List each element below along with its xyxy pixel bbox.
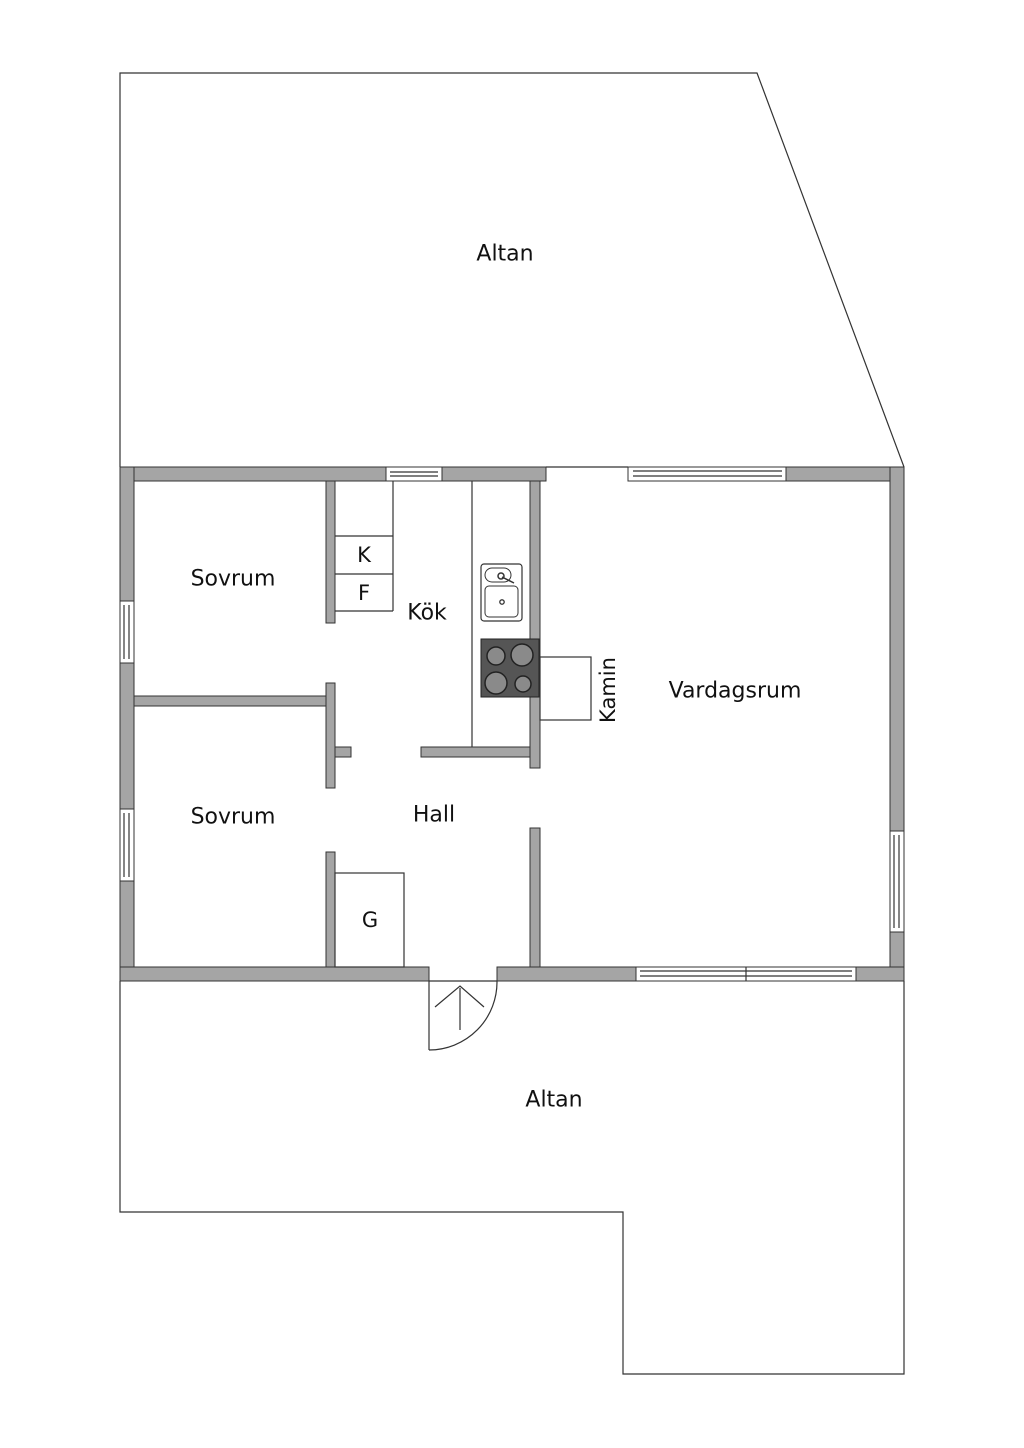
room-label-hall: Hall — [412, 802, 456, 828]
garderob-box — [334, 872, 405, 968]
window-sovrum-top-left — [119, 600, 135, 664]
fixture-label-garderob: G — [361, 908, 379, 932]
kamin-box — [539, 656, 592, 721]
entrance-arrow-icon — [434, 985, 485, 1030]
room-label-sovrum-bottom: Sovrum — [190, 804, 276, 830]
room-label-altan-top: Altan — [476, 241, 534, 267]
window-vardagsrum-top — [627, 466, 787, 482]
room-label-altan-bottom: Altan — [525, 1087, 583, 1113]
fixture-label-kyl: K — [357, 543, 371, 567]
fixture-label-frys: F — [357, 581, 371, 605]
stove-icon — [480, 638, 540, 698]
window-sovrum-bottom-left — [119, 808, 135, 882]
window-kitchen-top — [385, 466, 443, 482]
window-vardagsrum-right — [889, 830, 905, 933]
fixture-label-kamin: Kamin — [596, 657, 620, 723]
room-label-sovrum-top: Sovrum — [190, 566, 276, 592]
windows — [119, 466, 905, 982]
room-label-kok: Kök — [407, 600, 447, 626]
kitchen-cabinets — [335, 481, 394, 612]
entrance-door[interactable] — [428, 980, 498, 1051]
interior-walls — [133, 480, 541, 968]
outer-walls — [119, 466, 905, 982]
terrace-bottom-outline — [119, 981, 905, 1375]
room-label-vardagsrum: Vardagsrum — [668, 678, 802, 704]
terrace-top-outline — [119, 72, 905, 468]
sink-icon — [480, 563, 523, 622]
